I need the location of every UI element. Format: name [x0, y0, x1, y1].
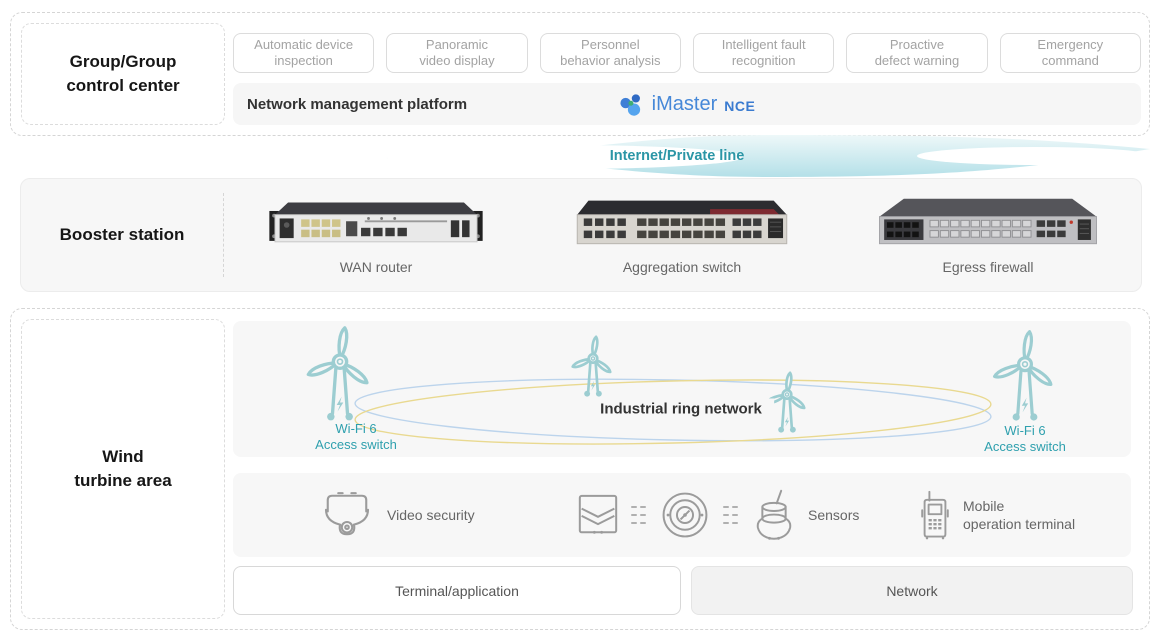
booster-station-label-box: Booster station: [21, 179, 223, 291]
imaster-nce-pinwheel-icon: [620, 94, 641, 116]
network-management-platform-bar: Network management platform iMaster NCE: [233, 83, 1141, 125]
imaster-nce-logo: iMaster NCE: [619, 91, 756, 117]
sensors-group: Sensors: [578, 473, 859, 557]
aggregation-switch-image: [576, 200, 788, 244]
cylinder-sensor-icon: [756, 489, 792, 540]
industrial-ring-network-box: Industrial ring network Wi-Fi 6 Access s…: [233, 321, 1131, 457]
terminals-box: Video security: [233, 473, 1131, 557]
imaster-wordmark: iMaster: [651, 92, 718, 115]
mobile-operation-terminal-label: Mobile operation terminal: [963, 497, 1076, 532]
wan-router-label: WAN router: [339, 258, 413, 275]
internet-link-ribbon: Internet/Private line: [0, 134, 1160, 178]
app-chip-emergency-command: Emergency command: [999, 33, 1141, 73]
walkie-talkie-icon: [921, 490, 949, 540]
app-chip-panoramic-video-display: Panoramic video display: [386, 33, 528, 73]
wan-router-image: [269, 202, 483, 242]
section-control-center: Group/Group control center Automatic dev…: [10, 12, 1150, 136]
booster-separator: [223, 193, 224, 277]
wind-turbine-icon: [992, 330, 1053, 421]
internet-private-line-label: Internet/Private line: [609, 148, 745, 164]
dome-camera-icon: [324, 492, 370, 536]
vibration-sensor-icon: [578, 494, 618, 534]
device-aggregation-switch: Aggregation switch: [529, 179, 835, 291]
device-egress-firewall: Egress firewall: [835, 179, 1141, 291]
control-center-label-box: Group/Group control center: [21, 23, 225, 125]
wifi6-access-switch-label-right: Wi-Fi 6 Access switch: [984, 423, 1066, 455]
device-wan-router: WAN router: [223, 179, 529, 291]
egress-firewall-image: [879, 198, 1097, 244]
wifi6-access-switch-label-left: Wi-Fi 6 Access switch: [315, 421, 397, 453]
egress-firewall-label: Egress firewall: [942, 258, 1034, 275]
terminal-application-layer: Terminal/application: [233, 566, 681, 615]
ring-network-ellipse: [354, 378, 992, 445]
network-layer: Network: [691, 566, 1133, 615]
app-chip-personnel-behavior-analysis: Personnel behavior analysis: [539, 33, 681, 73]
section-wind-turbine-area: Wind turbine area: [10, 308, 1150, 630]
industrial-ring-network-label: Industrial ring network: [588, 398, 774, 420]
booster-devices-row: WAN router Aggregation switch: [223, 179, 1141, 291]
video-security-group: Video security: [319, 473, 475, 557]
dotted-link-icon: [631, 506, 646, 524]
mobile-terminal-group: Mobile operation terminal: [919, 473, 1075, 557]
wind-turbine-icon: [306, 326, 369, 421]
aggregation-switch-label: Aggregation switch: [622, 258, 742, 275]
section-booster-station: Booster station WAN: [20, 178, 1142, 292]
ribbon-graphic: [386, 135, 1153, 177]
booster-station-label: Booster station: [59, 225, 185, 245]
app-chip-proactive-defect-warning: Proactive defect warning: [846, 33, 988, 73]
wind-area-label-box: Wind turbine area: [21, 319, 225, 619]
wind-turbine-icon: [571, 335, 612, 397]
dotted-link-icon: [723, 506, 738, 524]
video-security-label: Video security: [387, 506, 475, 523]
network-management-platform-label: Network management platform: [247, 95, 468, 113]
nce-wordmark: NCE: [724, 97, 756, 114]
control-center-label: Group/Group control center: [66, 52, 180, 95]
app-chip-automatic-device-inspection: Automatic device inspection: [233, 33, 375, 73]
sensors-label: Sensors: [808, 506, 860, 523]
gauge-sensor-icon: [662, 492, 708, 538]
app-chips-row: Automatic device inspection Panoramic vi…: [233, 33, 1141, 73]
app-chip-intelligent-fault-recognition: Intelligent fault recognition: [692, 33, 835, 73]
wind-area-label: Wind turbine area: [74, 447, 172, 490]
